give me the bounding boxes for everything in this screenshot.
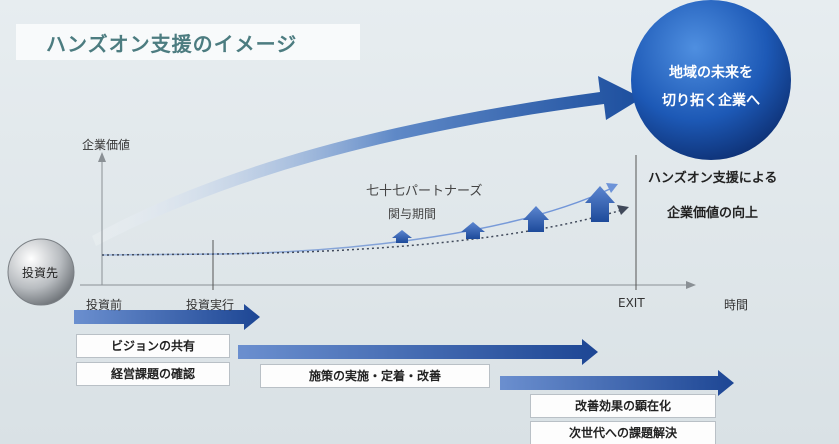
involvement-line1: 七十七パートナーズ [366, 184, 483, 199]
baseline-curve-arrowhead [617, 205, 629, 215]
involvement-line2: 関与期間 [388, 207, 437, 221]
investee-ball [7, 238, 75, 306]
y-axis-label: 企業価値 [82, 138, 131, 152]
page-title: ハンズオン支援のイメージ [46, 32, 298, 56]
phase3-label-1: 改善効果の顕在化 [530, 394, 716, 418]
phase3-label-2: 次世代への課題解決 [530, 421, 716, 444]
x-axis-arrowhead [686, 281, 696, 289]
title-box: ハンズオン支援のイメージ [16, 24, 360, 60]
value-up-arrow-1 [392, 230, 412, 243]
baseline-value-curve [101, 209, 623, 256]
value-up-arrow-2 [461, 222, 485, 239]
goal-label-line2: 切り拓く企業へ [662, 93, 760, 109]
goal-circle [631, 0, 791, 160]
phase-arrow-1 [74, 304, 260, 330]
phase2-label-1: 施策の実施・定着・改善 [260, 364, 490, 388]
effect-line1: ハンズオン支援による [648, 171, 778, 186]
growth-arrow [92, 76, 642, 246]
phase-arrow-3 [500, 370, 734, 396]
goal-label-line1: 地域の未来を [669, 65, 753, 81]
timeline-exit: EXIT [618, 296, 645, 310]
investee-label: 投資先 [22, 266, 59, 280]
improved-curve-arrowhead [606, 183, 618, 193]
improved-value-curve [101, 187, 613, 256]
phase1-label-1: ビジョンの共有 [76, 334, 230, 358]
phase-arrow-2 [238, 339, 598, 365]
timeline-before: 投資前 [86, 298, 123, 312]
timeline-execution: 投資実行 [186, 298, 235, 312]
value-up-arrow-3 [523, 206, 549, 232]
phase1-label-2: 経営課題の確認 [76, 362, 230, 386]
effect-line2: 企業価値の向上 [667, 206, 759, 221]
x-axis-label: 時間 [724, 298, 749, 312]
y-axis-arrowhead [98, 152, 106, 162]
value-up-arrow-4 [585, 186, 615, 222]
